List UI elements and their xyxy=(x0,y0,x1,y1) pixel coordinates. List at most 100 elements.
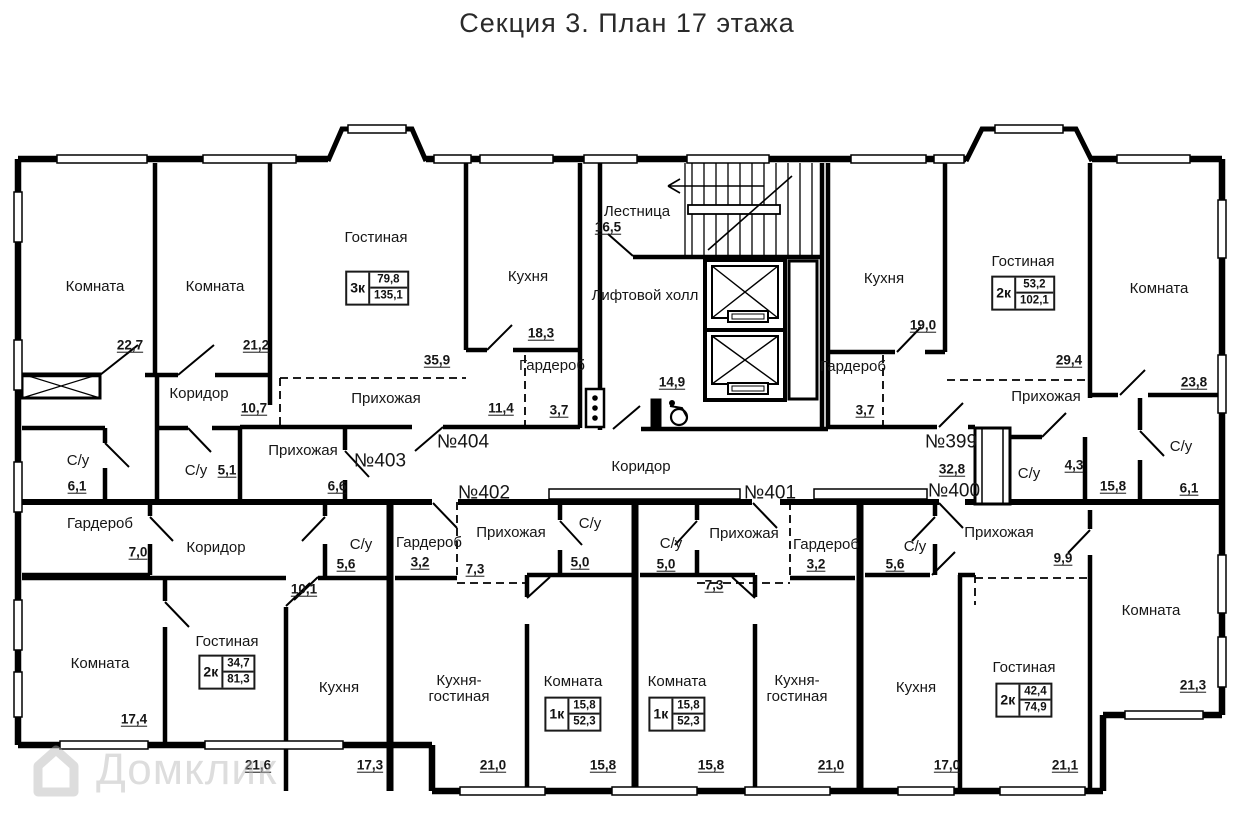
area-label: 7,3 xyxy=(465,561,485,577)
trash-chute-icon xyxy=(584,387,606,429)
room-label: Прихожая xyxy=(1011,387,1081,405)
area-label: 29,4 xyxy=(1055,352,1083,368)
wheelchair-icon xyxy=(650,398,689,428)
area-label: 21,3 xyxy=(1179,677,1207,693)
room-label: Комната xyxy=(1129,279,1189,297)
area-label: 6,1 xyxy=(1179,480,1199,496)
room-label: Гардероб xyxy=(67,514,133,532)
apartment-number: №402 xyxy=(457,482,511,504)
area-label: 17,4 xyxy=(120,711,148,727)
area-label: 19,0 xyxy=(909,317,937,333)
room-label: Гостиная xyxy=(195,632,259,650)
room-label: Комната xyxy=(543,672,603,690)
area-label: 35,9 xyxy=(423,352,451,368)
room-label: Коридор xyxy=(611,457,671,475)
area-label: 5,0 xyxy=(570,554,590,570)
area-label: 3,2 xyxy=(410,554,430,570)
area-label: 16,5 xyxy=(594,219,622,235)
area-label: 3,7 xyxy=(549,402,569,418)
room-label: Гостиная xyxy=(991,252,1055,270)
room-label: Прихожая xyxy=(268,441,338,459)
room-label: Кухня- гостиная xyxy=(766,671,828,705)
area-label: 6,1 xyxy=(67,478,87,494)
room-label: Гардероб xyxy=(396,533,462,551)
area-label: 7,3 xyxy=(704,577,724,593)
area-label: 11,4 xyxy=(488,400,514,416)
watermark-logo-icon xyxy=(33,745,79,797)
area-label: 17,0 xyxy=(933,757,961,773)
area-label: 5,0 xyxy=(656,556,676,572)
area-label: 21,0 xyxy=(817,757,845,773)
watermark-text: Домклик xyxy=(96,745,278,794)
area-label: 18,3 xyxy=(527,325,555,341)
area-label: 5,6 xyxy=(885,556,905,572)
area-label: 14,9 xyxy=(658,374,686,390)
room-label: Прихожая xyxy=(709,524,779,542)
area-label: 5,1 xyxy=(217,462,237,478)
area-label: 21,2 xyxy=(242,337,270,353)
apartment-number: №400 xyxy=(927,480,981,502)
area-label: 9,9 xyxy=(1053,550,1073,566)
room-label: Комната xyxy=(647,672,707,690)
area-label: 23,8 xyxy=(1180,374,1208,390)
apartment-number: №401 xyxy=(743,482,797,504)
room-label: С/у xyxy=(349,535,373,553)
area-label: 3,2 xyxy=(806,556,826,572)
room-label: Коридор xyxy=(169,384,229,402)
page-title: Секция 3. План 17 этажа xyxy=(459,8,795,38)
room-label: Комната xyxy=(70,654,130,672)
area-label: 15,8 xyxy=(589,757,617,773)
room-label: С/у xyxy=(659,534,683,552)
area-label: 10,7 xyxy=(240,400,268,416)
area-label: 15,8 xyxy=(697,757,725,773)
room-label: С/у xyxy=(1017,464,1041,482)
room-label: Кухня- гостиная xyxy=(428,671,490,705)
room-label: Гостиная xyxy=(344,228,408,246)
room-label: Прихожая xyxy=(964,523,1034,541)
apartment-number: №399 xyxy=(924,431,978,453)
staircase xyxy=(667,163,813,255)
area-label: 21,6 xyxy=(244,757,272,773)
windows xyxy=(13,124,1227,796)
room-label: Комната xyxy=(1121,601,1181,619)
room-label: Кухня xyxy=(895,678,937,696)
area-label: 15,8 xyxy=(1099,478,1127,494)
room-label: Прихожая xyxy=(476,523,546,541)
room-label: Кухня xyxy=(507,267,549,285)
area-label: 7,0 xyxy=(128,544,148,560)
vent-shaft xyxy=(973,426,1012,506)
room-label: Гардероб xyxy=(820,357,886,375)
watermark: Домклик xyxy=(28,742,277,798)
room-label: Комната xyxy=(65,277,125,295)
area-label: 5,6 xyxy=(336,556,356,572)
room-label: С/у xyxy=(66,451,90,469)
party-walls xyxy=(386,502,864,791)
elevator-shafts xyxy=(703,258,819,402)
room-label: Коридор xyxy=(186,538,246,556)
area-label: 21,0 xyxy=(479,757,507,773)
room-label: Прихожая xyxy=(351,389,421,407)
area-label: 17,3 xyxy=(356,757,384,773)
door-leaves xyxy=(99,233,1165,628)
room-label: С/у xyxy=(578,514,602,532)
area-label: 21,1 xyxy=(1051,757,1079,773)
area-label: 6,6 xyxy=(327,478,347,494)
area-label: 10,1 xyxy=(290,581,318,597)
room-label: Кухня xyxy=(863,269,905,287)
apartment-number: №403 xyxy=(353,450,407,472)
area-label: 3,7 xyxy=(855,402,875,418)
apartment-number: №404 xyxy=(436,431,490,453)
room-label: Гардероб xyxy=(793,535,859,553)
room-label: С/у xyxy=(903,537,927,555)
room-label: Гардероб xyxy=(519,356,585,374)
room-label: С/у xyxy=(184,461,208,479)
interior-walls xyxy=(22,163,1222,791)
room-label: Кухня xyxy=(318,678,360,696)
